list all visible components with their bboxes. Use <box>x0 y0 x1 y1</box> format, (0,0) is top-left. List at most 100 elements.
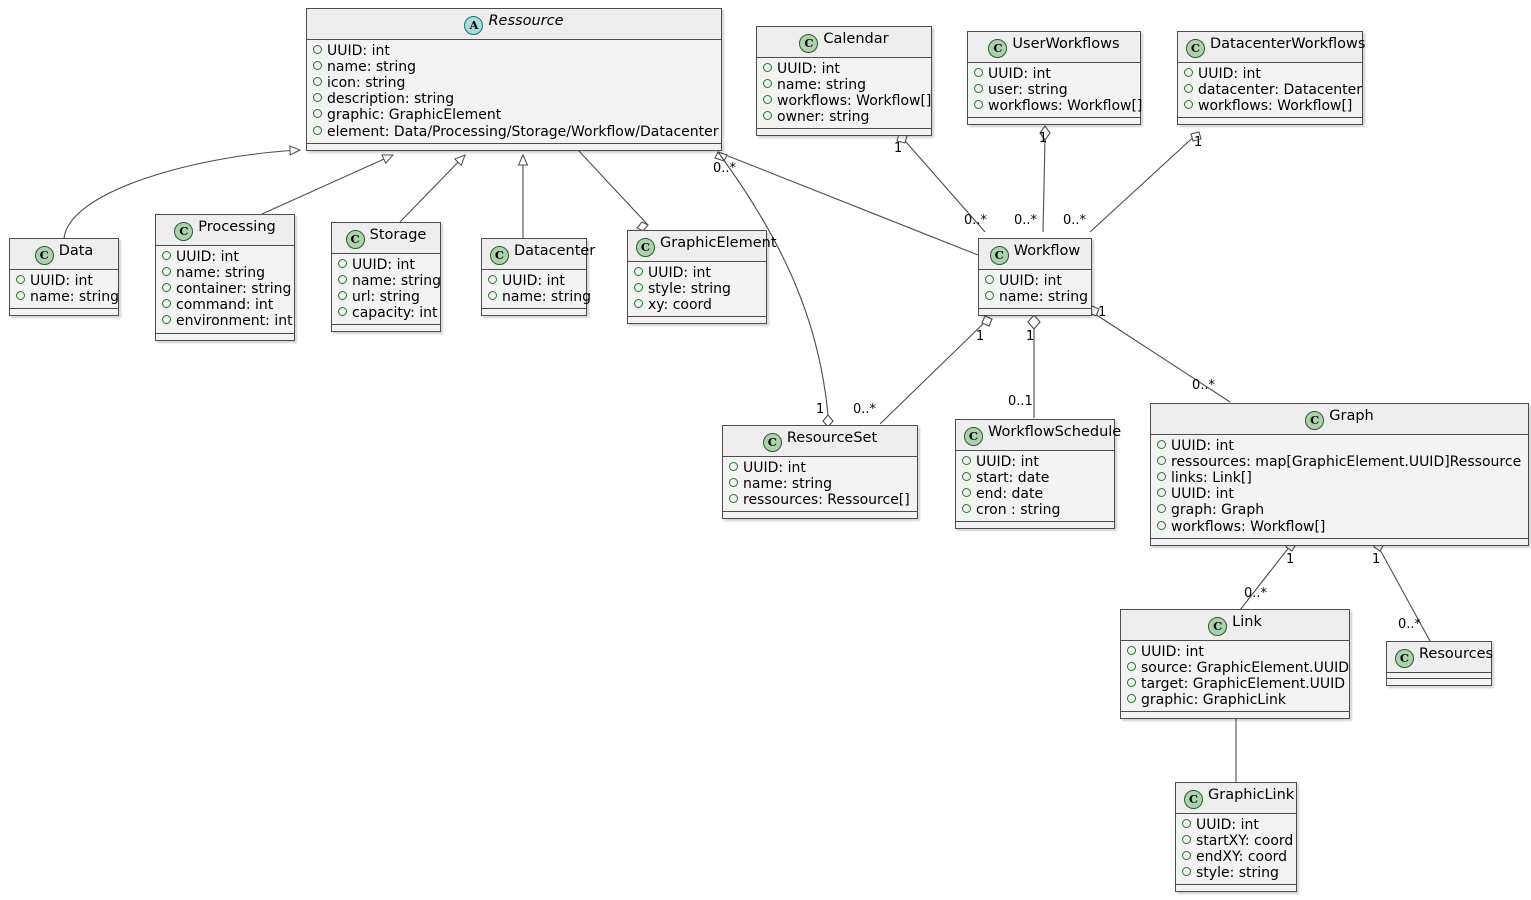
attribute-label: workflows: Workflow[] <box>1171 518 1326 535</box>
class-icon: C <box>1208 616 1228 636</box>
public-visibility-icon <box>1182 834 1191 844</box>
attribute-row: style: string <box>1182 865 1290 881</box>
class-name-processing: Processing <box>198 219 276 235</box>
class-name-resourceset: ResourceSet <box>786 430 878 446</box>
attribute-label: datacenter: Datacenter <box>1198 81 1362 98</box>
attribute-label: UUID: int <box>1171 437 1234 454</box>
public-visibility-icon <box>162 250 171 260</box>
attribute-label: source: GraphicElement.UUID <box>1141 659 1350 676</box>
class-methods-graphiclink <box>1176 885 1296 892</box>
class-name-graphiclink: GraphicLink <box>1208 787 1295 803</box>
multiplicity-label: 1 <box>1039 131 1048 146</box>
class-icon: C <box>964 426 983 446</box>
public-visibility-icon <box>1184 83 1193 93</box>
class-name-workflow: Workflow <box>1013 243 1081 259</box>
public-visibility-icon <box>313 93 322 103</box>
attribute-row: owner: string <box>763 109 925 125</box>
public-visibility-icon <box>313 76 322 86</box>
public-visibility-icon <box>729 493 738 503</box>
public-visibility-icon <box>763 111 772 121</box>
class-methods-graphicelement <box>628 317 766 324</box>
class-name-data: Data <box>58 243 94 259</box>
attribute-label: name: string <box>743 475 833 492</box>
edge-processing-extends-ressource <box>261 154 395 215</box>
class-name-calendar: Calendar <box>823 31 889 47</box>
multiplicity-label: 0..* <box>1192 378 1216 393</box>
attribute-row: UUID: int <box>1184 66 1356 82</box>
diamond-workflow-resourceset <box>981 315 993 327</box>
multiplicity-label: 1 <box>1194 135 1203 150</box>
attribute-row: xy: coord <box>634 297 760 313</box>
attribute-row: UUID: int <box>729 460 911 476</box>
attribute-label: UUID: int <box>176 248 239 265</box>
public-visibility-icon <box>962 487 971 497</box>
attribute-label: name: string <box>176 264 266 281</box>
attribute-label: endXY: coord <box>1196 848 1288 865</box>
class-icon: C <box>34 245 54 265</box>
attribute-label: capacity: int <box>352 305 438 322</box>
public-visibility-icon <box>763 62 772 72</box>
class-name-link: Link <box>1232 614 1262 630</box>
attribute-row: UUID: int <box>1127 644 1343 660</box>
public-visibility-icon <box>1157 439 1166 449</box>
attribute-row: graphic: GraphicElement <box>313 107 715 123</box>
attribute-label: user: string <box>988 81 1068 98</box>
attribute-row: capacity: int <box>338 305 438 321</box>
attribute-row: workflows: Workflow[] <box>1157 519 1522 535</box>
edge-ressource-graphicelement <box>577 149 649 226</box>
attribute-row: ressources: map[GraphicElement.UUID]Ress… <box>1157 454 1522 470</box>
multiplicity-label: 1 <box>894 141 903 156</box>
public-visibility-icon <box>338 290 347 300</box>
class-name-datacenter: Datacenter <box>514 243 596 259</box>
attribute-label: xy: coord <box>648 296 712 313</box>
attribute-label: name: string <box>777 76 867 93</box>
attribute-row: UUID: int <box>338 257 434 273</box>
multiplicity-label: 0..* <box>1063 213 1087 228</box>
class-name-graphicelement: GraphicElement <box>660 235 777 251</box>
multiplicity-label: 0..* <box>964 213 988 228</box>
attribute-label: UUID: int <box>1196 816 1259 833</box>
attribute-row: name: string <box>338 273 441 289</box>
public-visibility-icon <box>1182 867 1191 877</box>
multiplicity-label: 1 <box>1098 305 1107 320</box>
public-visibility-icon <box>488 290 497 300</box>
attribute-label: UUID: int <box>352 256 415 273</box>
class-methods-resourceset <box>723 512 917 519</box>
public-visibility-icon <box>313 125 322 135</box>
multiplicity-label: 1 <box>1286 552 1295 567</box>
public-visibility-icon <box>1127 661 1136 671</box>
class-icon: C <box>799 33 819 53</box>
class-name-graph: Graph <box>1329 408 1374 424</box>
edge-datacenterworkflows-workflow <box>1089 131 1200 233</box>
class-icon: C <box>636 237 655 257</box>
public-visibility-icon <box>1157 504 1166 514</box>
public-visibility-icon <box>1182 850 1191 860</box>
attribute-row: UUID: int <box>974 66 1134 82</box>
attribute-label: graphic: GraphicLink <box>1141 692 1286 709</box>
attribute-label: UUID: int <box>502 272 565 289</box>
public-visibility-icon <box>338 274 347 284</box>
